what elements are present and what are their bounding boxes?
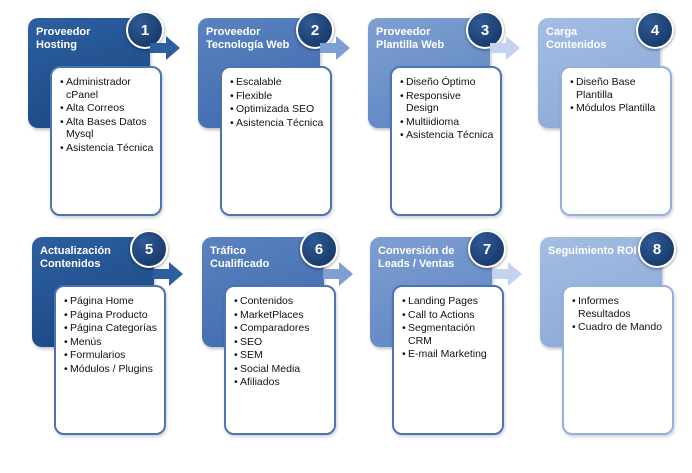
step-item-list: Informes ResultadosCuadro de Mando bbox=[572, 295, 668, 334]
step-number-badge: 6 bbox=[300, 230, 338, 268]
step-title: Proveedor Hosting bbox=[36, 26, 91, 51]
step-item: Responsive Design bbox=[400, 90, 496, 115]
step-item: Asistencia Técnica bbox=[60, 142, 156, 155]
step-7: Conversión de Leads / VentasLanding Page… bbox=[370, 230, 518, 447]
step-item: Multiidioma bbox=[400, 116, 496, 129]
step-content-box: ContenidosMarketPlacesComparadoresSEOSEM… bbox=[224, 285, 336, 435]
step-number-badge: 1 bbox=[126, 11, 164, 49]
step-item-list: Diseño ÓptimoResponsive DesignMultiidiom… bbox=[400, 76, 496, 142]
step-item-list: Diseño Base PlantillaMódulos Plantilla bbox=[570, 76, 666, 115]
step-item: Formularios bbox=[64, 349, 160, 362]
step-item: Página Home bbox=[64, 295, 160, 308]
step-title: Carga Contenidos bbox=[546, 26, 607, 51]
step-item-list: Página HomePágina ProductoPágina Categor… bbox=[64, 295, 160, 375]
step-content-box: Diseño ÓptimoResponsive DesignMultiidiom… bbox=[390, 66, 502, 216]
step-title: Actualización Contenidos bbox=[40, 245, 111, 270]
step-title: Tráfico Cualificado bbox=[210, 245, 270, 270]
right-arrow-icon bbox=[323, 262, 353, 286]
step-item: Página Producto bbox=[64, 309, 160, 322]
step-item: SEO bbox=[234, 336, 330, 349]
step-8: Seguimiento ROI Informes ResultadosCuadro… bbox=[540, 230, 688, 447]
step-1: Proveedor HostingAdministrador cPanelAlt… bbox=[28, 11, 176, 228]
step-item: Módulos / Plugins bbox=[64, 363, 160, 376]
step-item: Informes Resultados bbox=[572, 295, 668, 320]
step-item: Social Media bbox=[234, 363, 330, 376]
step-6: Tráfico CualificadoContenidosMarketPlace… bbox=[202, 230, 350, 447]
step-item: Afiliados bbox=[234, 376, 330, 389]
step-title: Proveedor Plantilla Web bbox=[376, 26, 445, 51]
step-item: Contenidos bbox=[234, 295, 330, 308]
step-content-box: Landing PagesCall to ActionsSegmentación… bbox=[392, 285, 504, 435]
step-number-badge: 2 bbox=[296, 11, 334, 49]
step-content-box: Diseño Base PlantillaMódulos Plantilla bbox=[560, 66, 672, 216]
step-item: Optimizada SEO bbox=[230, 103, 326, 116]
step-number-badge: 4 bbox=[636, 11, 674, 49]
step-item-list: ContenidosMarketPlacesComparadoresSEOSEM… bbox=[234, 295, 330, 389]
right-arrow-icon bbox=[492, 262, 522, 286]
step-item: Menús bbox=[64, 336, 160, 349]
step-4: Carga ContenidosDiseño Base PlantillaMód… bbox=[538, 11, 686, 228]
step-content-box: Administrador cPanelAlta CorreosAlta Bas… bbox=[50, 66, 162, 216]
step-item: Página Categorías bbox=[64, 322, 160, 335]
step-3: Proveedor Plantilla WebDiseño ÓptimoResp… bbox=[368, 11, 516, 228]
right-arrow-icon bbox=[490, 36, 520, 60]
step-item: Alta Correos bbox=[60, 102, 156, 115]
step-content-box: Informes ResultadosCuadro de Mando bbox=[562, 285, 674, 435]
step-number-badge: 7 bbox=[468, 230, 506, 268]
arrow-shape bbox=[150, 36, 180, 60]
right-arrow-icon bbox=[153, 262, 183, 286]
right-arrow-icon bbox=[150, 36, 180, 60]
step-number-badge: 3 bbox=[466, 11, 504, 49]
step-item: Cuadro de Mando bbox=[572, 321, 668, 334]
step-item: MarketPlaces bbox=[234, 309, 330, 322]
right-arrow-icon bbox=[320, 36, 350, 60]
arrow-shape bbox=[323, 262, 353, 286]
step-item: Comparadores bbox=[234, 322, 330, 335]
step-item: E-mail Marketing bbox=[402, 348, 498, 361]
step-5: Actualización ContenidosPágina HomePágin… bbox=[32, 230, 180, 447]
step-item: Diseño Óptimo bbox=[400, 76, 496, 89]
step-item: SEM bbox=[234, 349, 330, 362]
step-title: Conversión de Leads / Ventas bbox=[378, 245, 455, 270]
step-item: Landing Pages bbox=[402, 295, 498, 308]
arrow-shape bbox=[492, 262, 522, 286]
step-item: Flexible bbox=[230, 90, 326, 103]
arrow-shape bbox=[490, 36, 520, 60]
step-content-box: EscalableFlexibleOptimizada SEOAsistenci… bbox=[220, 66, 332, 216]
step-item: Módulos Plantilla bbox=[570, 102, 666, 115]
step-item-list: Landing PagesCall to ActionsSegmentación… bbox=[402, 295, 498, 361]
step-item-list: EscalableFlexibleOptimizada SEOAsistenci… bbox=[230, 76, 326, 129]
step-item: Asistencia Técnica bbox=[400, 129, 496, 142]
step-number-badge: 5 bbox=[130, 230, 168, 268]
step-item: Call to Actions bbox=[402, 309, 498, 322]
step-content-box: Página HomePágina ProductoPágina Categor… bbox=[54, 285, 166, 435]
arrow-shape bbox=[320, 36, 350, 60]
step-item: Diseño Base Plantilla bbox=[570, 76, 666, 101]
step-title: Seguimiento ROI bbox=[548, 245, 637, 257]
step-number-badge: 8 bbox=[638, 230, 676, 268]
step-item: Segmentación CRM bbox=[402, 322, 498, 347]
step-title: Proveedor Tecnología Web bbox=[206, 26, 290, 51]
step-item: Asistencia Técnica bbox=[230, 117, 326, 130]
step-item: Escalable bbox=[230, 76, 326, 89]
step-item: Alta Bases Datos Mysql bbox=[60, 116, 156, 141]
step-2: Proveedor Tecnología WebEscalableFlexibl… bbox=[198, 11, 346, 228]
step-item-list: Administrador cPanelAlta CorreosAlta Bas… bbox=[60, 76, 156, 154]
arrow-shape bbox=[153, 262, 183, 286]
step-item: Administrador cPanel bbox=[60, 76, 156, 101]
